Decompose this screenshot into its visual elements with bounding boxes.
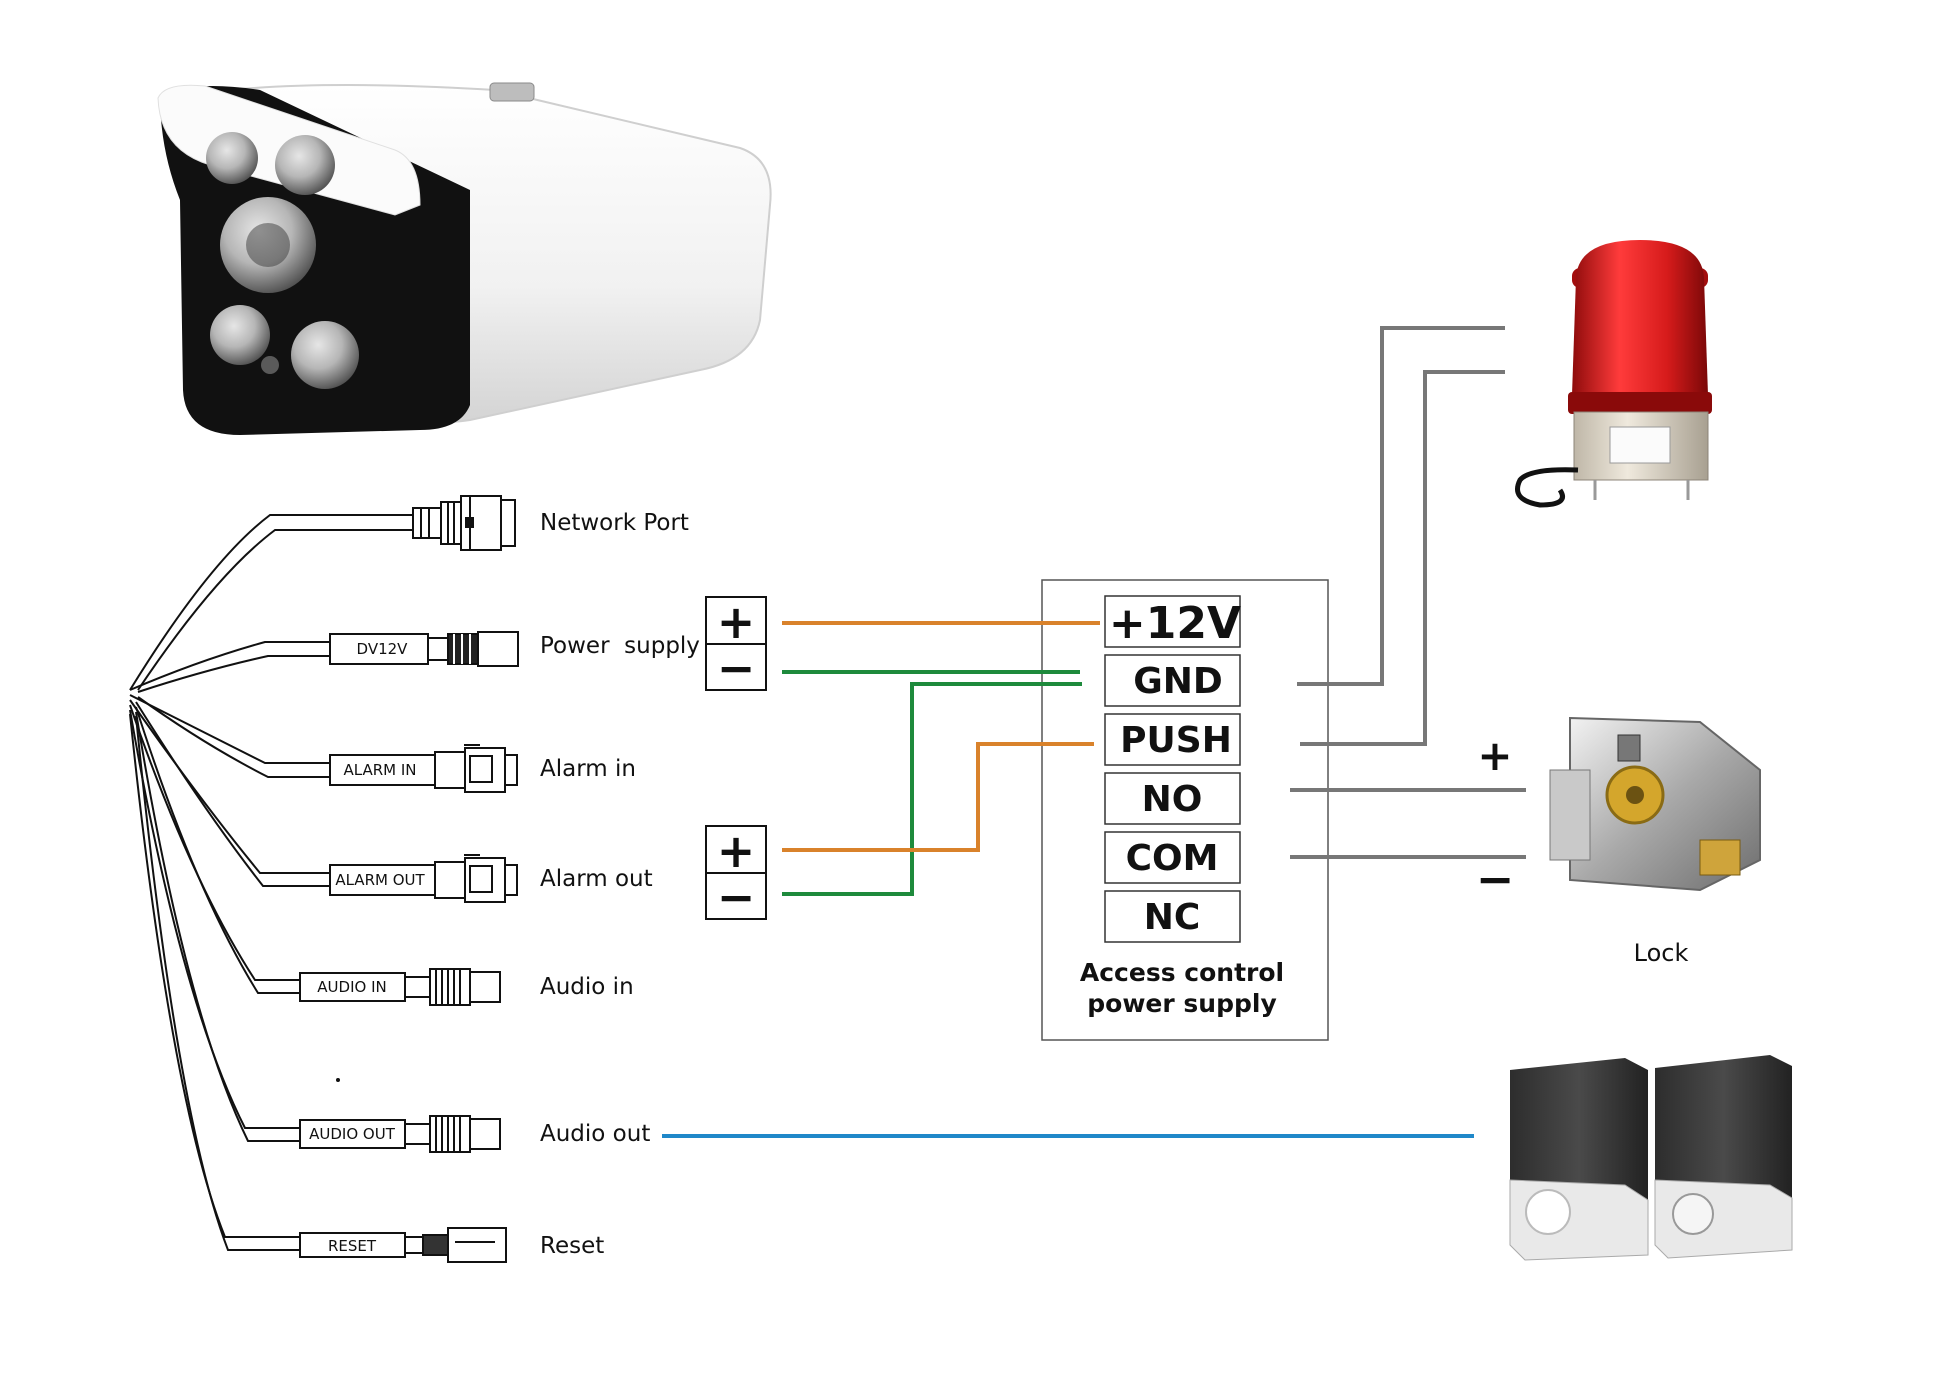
port-label-reset: Reset [540,1233,604,1259]
alarm-out-connector [329,854,518,903]
port-label-audio-out: Audio out [540,1121,650,1147]
lock-plus-sign: + [1477,731,1512,780]
port-label-alarm-in: Alarm in [540,756,636,782]
wire-push-orange [782,742,1094,852]
port-label-audio-in: Audio in [540,974,634,1000]
lock-label: Lock [1634,939,1689,967]
access-control-title-1: Access control [1080,958,1284,987]
alarm-in-connector [329,744,518,793]
electric-lock-icon [1549,716,1761,892]
power-cable-connector [329,631,519,667]
port-label-network: Network Port [540,510,689,536]
cable-label-audio-out: AUDIO OUT [309,1125,396,1143]
reset-connector [299,1227,507,1263]
terminal-column [1104,595,1241,943]
port-label-power: Power supply [540,633,700,659]
cable-label-reset: RESET [328,1237,377,1255]
stray-dot [336,1078,340,1082]
power-plus-sign: + [717,595,756,649]
cable-label-alarm-in: ALARM IN [343,761,416,779]
terminal-no: NO [1142,779,1203,820]
alarm-plus-sign: + [717,824,756,878]
terminal-nc: NC [1144,897,1201,938]
power-terminal-block: + − [705,595,767,695]
cable-label-alarm-out: ALARM OUT [335,871,425,889]
port-label-alarm-out: Alarm out [540,866,653,892]
access-control-box: +12V GND PUSH NO COM NC Access control p… [1041,579,1329,1041]
access-control-title-2: power supply [1087,989,1277,1018]
cable-label-audio-in: AUDIO IN [317,978,386,996]
terminal-push: PUSH [1120,720,1232,761]
alarm-minus-sign: − [717,870,756,924]
network-port-connector [412,495,516,551]
terminal-com: COM [1126,838,1219,879]
cable-label-dv12v: DV12V [357,640,409,658]
alarm-terminal-block: + − [705,824,767,924]
lock-minus-sign: − [1476,852,1515,906]
wire-gnd-to-alarm-green [782,682,1082,896]
terminal-gnd: GND [1133,661,1223,702]
rotating-warning-light-icon [1515,240,1712,508]
power-minus-sign: − [717,641,756,695]
audio-out-connector [299,1115,501,1153]
speakers-icon [1509,1055,1793,1261]
wire-gray-2 [1300,370,1505,746]
bullet-camera-icon [157,82,772,435]
audio-in-connector [299,968,501,1006]
cable-bundle [129,514,415,1251]
wires [662,326,1526,1138]
wire-gray-1 [1297,326,1505,686]
terminal-12v: +12V [1109,598,1241,649]
